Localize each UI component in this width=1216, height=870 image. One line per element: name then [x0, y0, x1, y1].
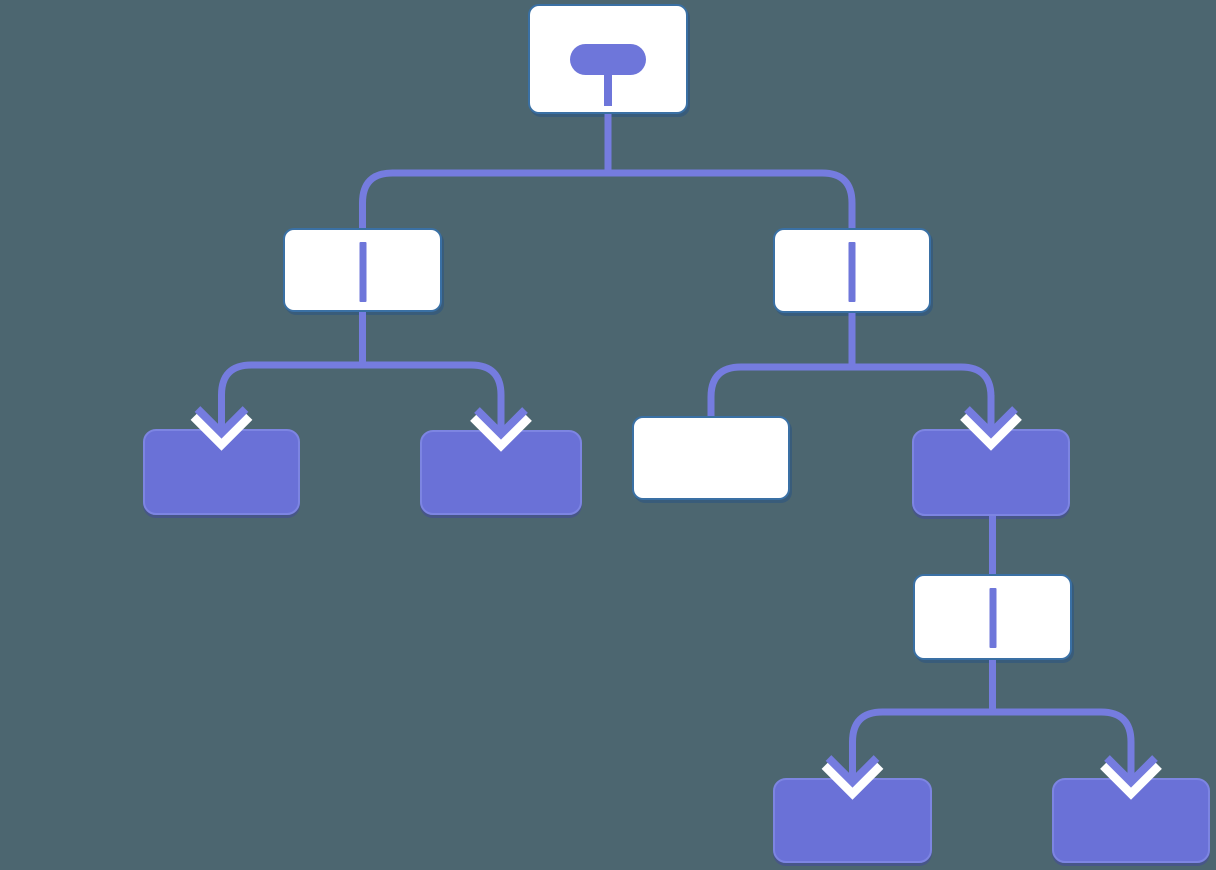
node-root[interactable] [528, 4, 688, 114]
node-branch-right[interactable] [773, 228, 931, 313]
connector-line [849, 708, 993, 780]
node-branch-lower[interactable] [913, 574, 1072, 660]
node-leaf-bottom-1[interactable] [773, 778, 932, 863]
vertical-bar-icon [359, 242, 366, 302]
connector-line [362, 361, 505, 432]
vertical-bar-icon [848, 242, 856, 302]
vertical-bar-icon [989, 588, 996, 648]
connector-line [359, 169, 608, 228]
connector-line [608, 169, 856, 228]
node-child-white-empty[interactable] [632, 416, 790, 500]
root-pill-icon [570, 44, 646, 75]
root-pill-stem [604, 72, 612, 106]
connector-line [852, 363, 995, 431]
node-leaf-left-2[interactable] [420, 430, 582, 515]
node-leaf-bottom-2[interactable] [1052, 778, 1210, 863]
node-leaf-left-1[interactable] [143, 429, 300, 515]
connector-line [707, 363, 852, 416]
node-child-purple-mid[interactable] [912, 429, 1070, 516]
node-branch-left[interactable] [283, 228, 442, 312]
connector-line [992, 708, 1135, 780]
connector-line [218, 361, 363, 431]
